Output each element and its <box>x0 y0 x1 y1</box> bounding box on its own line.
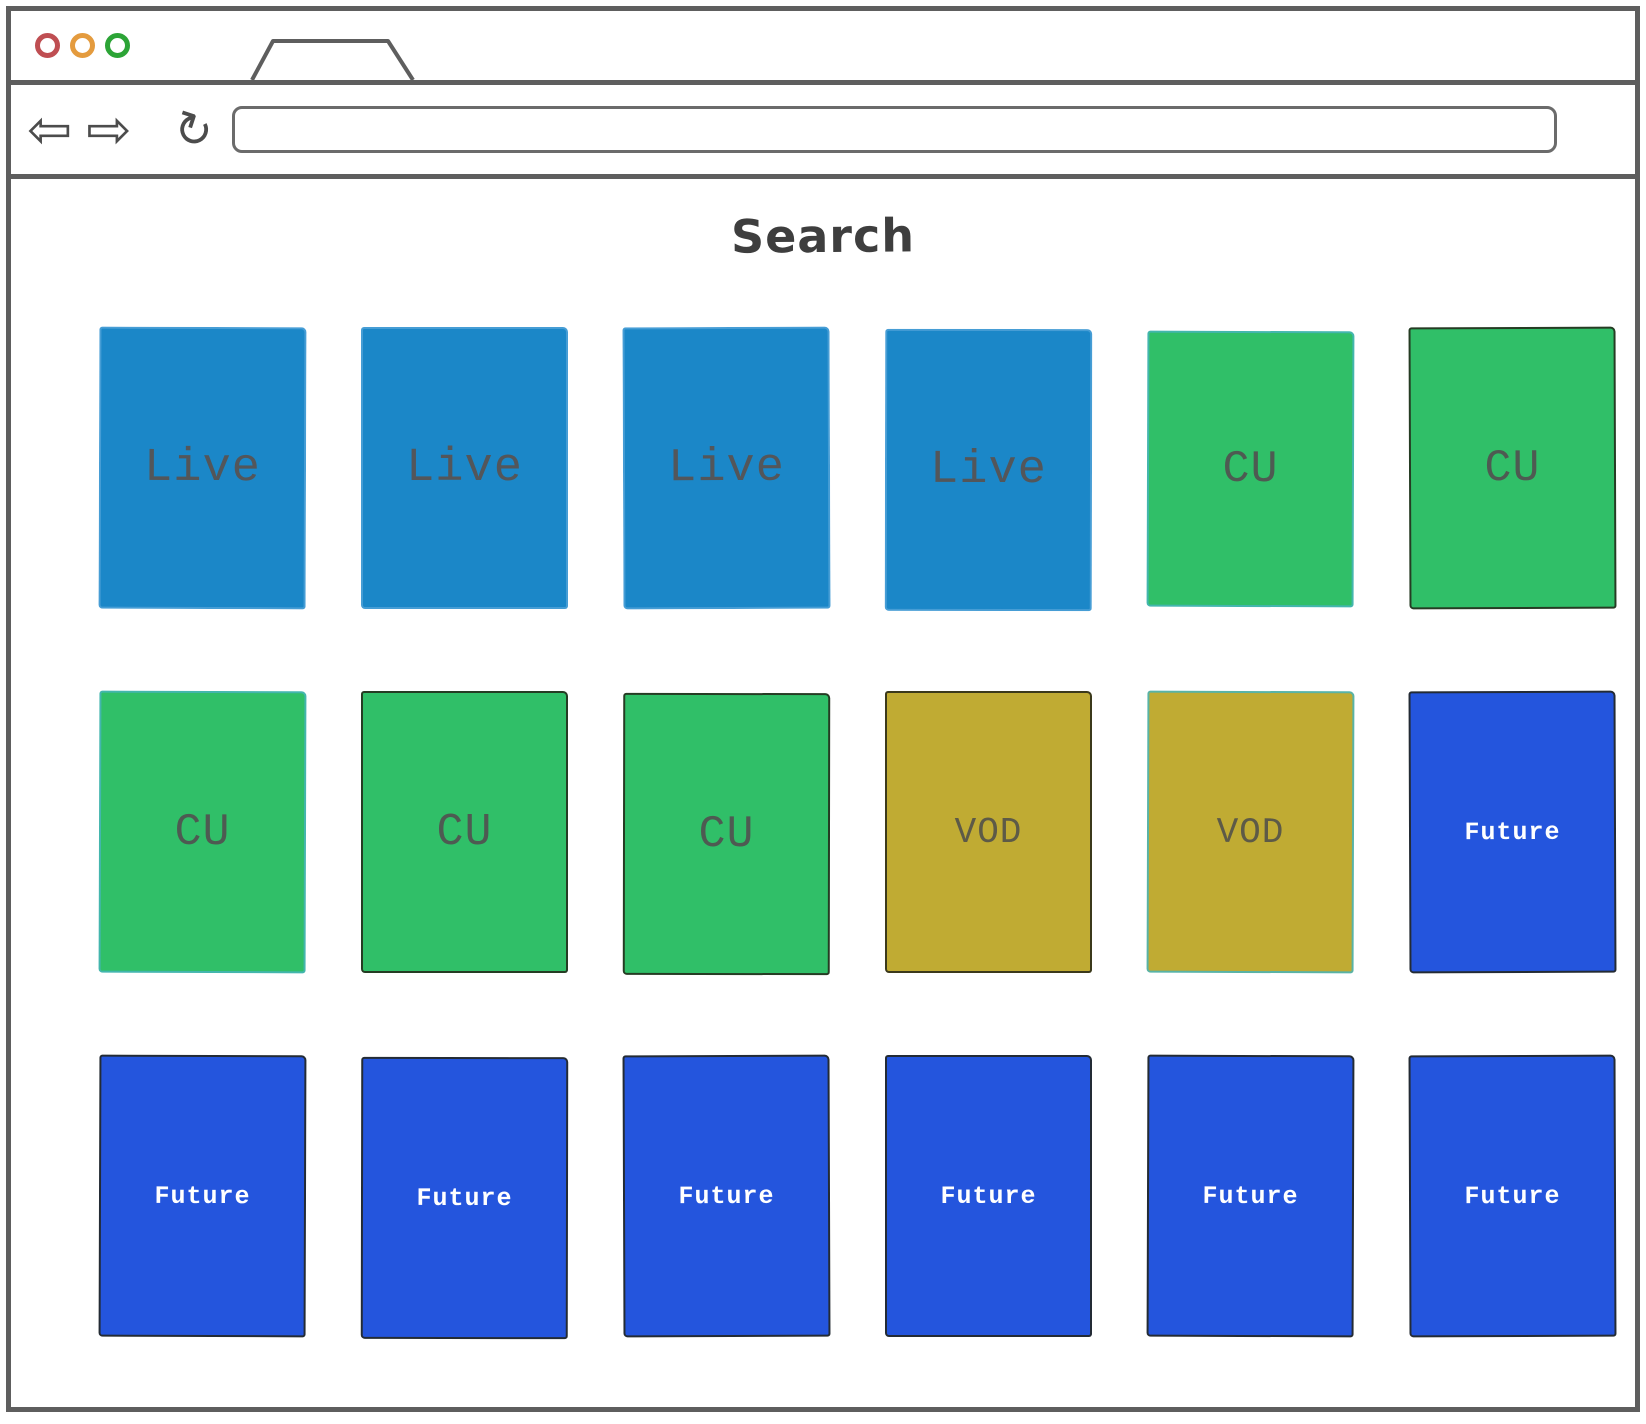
forward-arrow-icon: ⇨ <box>86 97 132 161</box>
card-future[interactable]: Future <box>1408 1054 1617 1338</box>
page-title: Search <box>730 208 916 264</box>
traffic-lights <box>11 33 130 58</box>
card-label: Future <box>1464 1181 1561 1211</box>
card-label: Future <box>154 1181 251 1211</box>
browser-tab[interactable] <box>249 38 417 80</box>
back-arrow-icon: ⇦ <box>27 97 73 161</box>
maximize-window-button[interactable] <box>105 33 130 58</box>
card-future[interactable]: Future <box>622 1054 831 1338</box>
card-cu[interactable]: CU <box>98 690 307 974</box>
card-vod[interactable]: VOD <box>885 691 1092 973</box>
card-label: CU <box>174 806 231 858</box>
card-label: Future <box>940 1181 1037 1211</box>
card-grid: Live Live Live Live CU CU CU CU CU <box>98 326 1617 1340</box>
card-cu[interactable]: CU <box>622 692 831 976</box>
minimize-window-button[interactable] <box>70 33 95 58</box>
reload-icon: ↻ <box>166 97 220 162</box>
card-live[interactable]: Live <box>622 326 831 610</box>
card-label: CU <box>1222 443 1279 495</box>
card-label: Future <box>416 1183 513 1213</box>
card-live[interactable]: Live <box>98 326 307 610</box>
card-label: Future <box>1202 1181 1299 1211</box>
card-label: Future <box>1464 817 1561 847</box>
card-future[interactable]: Future <box>1146 1054 1355 1338</box>
card-label: Live <box>143 441 261 495</box>
card-vod[interactable]: VOD <box>1146 690 1355 974</box>
page-content: Search Live Live Live Live CU CU CU CU <box>11 179 1635 1340</box>
card-label: CU <box>436 806 493 858</box>
card-future[interactable]: Future <box>885 1055 1092 1337</box>
card-live[interactable]: Live <box>884 328 1093 612</box>
card-cu[interactable]: CU <box>1408 326 1617 610</box>
card-label: VOD <box>1216 811 1285 853</box>
card-label: VOD <box>954 811 1023 853</box>
url-input[interactable] <box>232 106 1557 153</box>
card-future[interactable]: Future <box>98 1054 307 1338</box>
card-future[interactable]: Future <box>360 1056 569 1340</box>
card-label: Future <box>678 1181 775 1211</box>
browser-titlebar <box>11 11 1635 85</box>
browser-toolbar: ⇦ ⇨ ↻ <box>11 85 1635 179</box>
card-label: Live <box>930 443 1047 497</box>
card-label: CU <box>698 808 755 860</box>
card-cu[interactable]: CU <box>1146 330 1355 608</box>
browser-window: ⇦ ⇨ ↻ Search Live Live Live Live CU <box>6 6 1640 1412</box>
card-cu[interactable]: CU <box>361 691 568 973</box>
card-future[interactable]: Future <box>1408 690 1617 974</box>
card-label: Live <box>406 441 523 495</box>
card-label: CU <box>1484 442 1541 494</box>
close-window-button[interactable] <box>35 33 60 58</box>
reload-button[interactable]: ↻ <box>166 98 219 161</box>
card-live[interactable]: Live <box>361 327 568 609</box>
back-button[interactable]: ⇦ <box>27 97 73 161</box>
card-label: Live <box>667 441 785 495</box>
forward-button[interactable]: ⇨ <box>86 97 132 161</box>
